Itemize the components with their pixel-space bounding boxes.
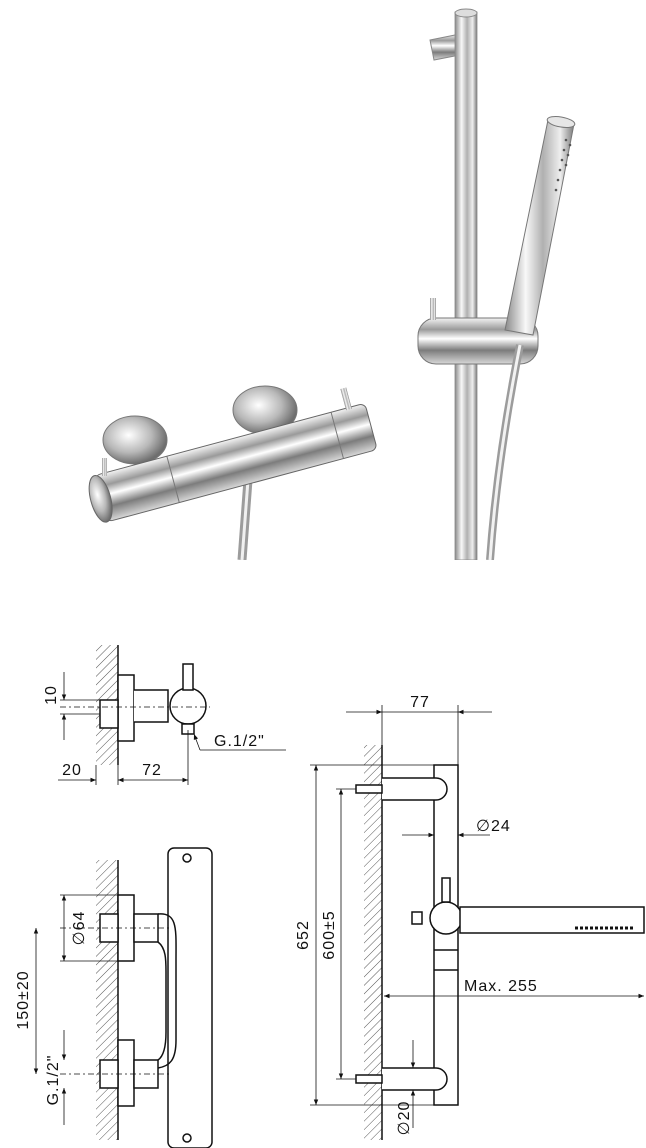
dim-rail-diameter: ∅24 bbox=[476, 818, 511, 835]
technical-drawings: 10 20 72 G.1/2" ∅64 150±20 G.1/2" bbox=[15, 645, 645, 1148]
thermostatic-mixer-photo bbox=[88, 385, 377, 560]
dim-depth-72: 72 bbox=[142, 762, 162, 779]
product-photo bbox=[88, 8, 576, 560]
dim-thread-top: G.1/2" bbox=[214, 733, 265, 750]
drawing-top-view bbox=[58, 645, 286, 785]
shower-rail-photo bbox=[417, 8, 576, 560]
dim-max-reach: Max. 255 bbox=[464, 978, 538, 995]
dim-spacing-150: 150±20 bbox=[15, 970, 32, 1029]
dim-bracket-spacing: 600±5 bbox=[321, 910, 338, 959]
dim-thread-front: G.1/2" bbox=[45, 1055, 62, 1106]
dim-projection-77: 77 bbox=[410, 694, 430, 711]
dim-bracket-diameter: ∅20 bbox=[396, 1101, 413, 1136]
dim-wall-offset: 10 bbox=[43, 685, 60, 705]
dim-depth-20: 20 bbox=[62, 762, 82, 779]
drawing-rail-view bbox=[310, 705, 645, 1140]
dim-diameter-64: ∅64 bbox=[71, 911, 88, 946]
drawing-front-view bbox=[33, 847, 213, 1148]
dim-height-652: 652 bbox=[295, 920, 312, 950]
